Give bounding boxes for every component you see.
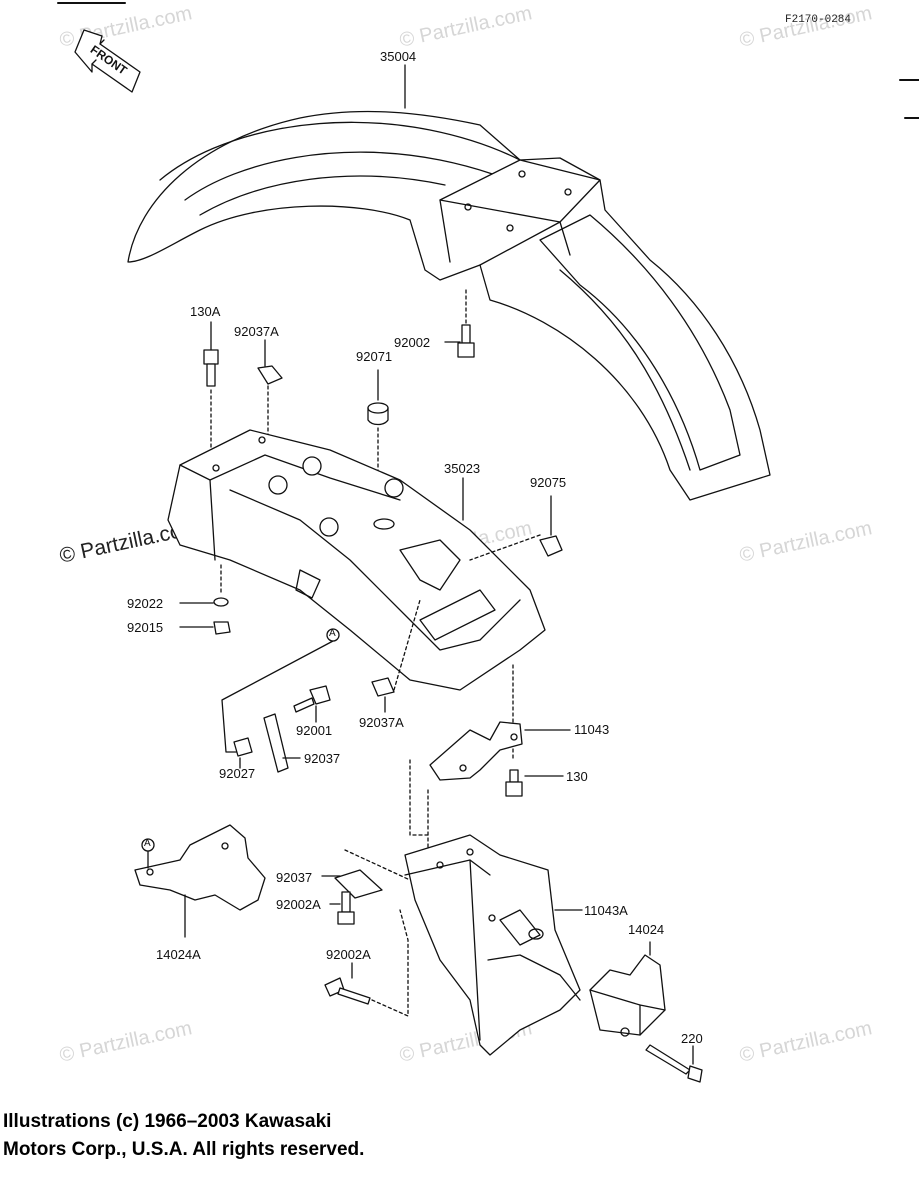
part-label: 92002A [326, 947, 371, 962]
part-label: 92075 [530, 475, 567, 490]
part-label: 92037 [276, 870, 313, 885]
stay-bracket [429, 721, 571, 781]
grommet [367, 369, 389, 521]
part-label: 92027 [219, 766, 256, 781]
copyright-line: Illustrations (c) 1966–2003 Kawasaki [3, 1111, 332, 1132]
plate [321, 849, 411, 899]
bolt [645, 1044, 703, 1083]
bolt [324, 909, 409, 1017]
part-label: 14024A [156, 947, 201, 962]
part-label: 35004 [380, 49, 417, 64]
part-label: 14024 [628, 922, 665, 937]
part-label: 92002A [276, 897, 321, 912]
bolt [329, 891, 355, 925]
part-label: 92001 [296, 723, 333, 738]
diagram-code: F2170-0284 [785, 14, 852, 26]
part-label: 92022 [127, 596, 164, 611]
copyright-notice: Illustrations (c) 1966–2003 Kawasaki Mot… [3, 1108, 364, 1164]
rubber-damper [589, 941, 666, 1037]
part-label: 92037 [304, 751, 341, 766]
grommet [469, 495, 563, 561]
part-label: 92071 [356, 349, 393, 364]
part-label: 92037A [234, 324, 279, 339]
rear-fender [127, 64, 771, 501]
part-label: 35023 [444, 461, 481, 476]
marker-a: A [144, 838, 151, 849]
nut [233, 737, 253, 769]
part-label: 92015 [127, 620, 164, 635]
mount-bracket [134, 824, 266, 938]
part-label: 130 [566, 769, 588, 784]
bolt [444, 289, 475, 358]
copyright-line: Motors Corp., U.S.A. All rights reserved… [3, 1139, 365, 1160]
bolt [293, 685, 331, 723]
part-label: 92002 [394, 335, 431, 350]
front-arrow-icon [74, 29, 141, 93]
part-label: 220 [681, 1031, 703, 1046]
part-label: 11043A [584, 903, 628, 918]
clip [371, 599, 421, 713]
washer [179, 564, 229, 607]
part-label: 92037A [359, 715, 404, 730]
plate [263, 713, 301, 773]
part-label: 130A [190, 304, 221, 319]
fender-bracket [167, 429, 546, 761]
part-label: 11043 [574, 722, 610, 737]
marker-a: A [329, 628, 336, 639]
bolt [203, 321, 219, 461]
bolt [505, 769, 564, 797]
nut [179, 621, 231, 635]
frame-bracket [404, 834, 583, 1056]
